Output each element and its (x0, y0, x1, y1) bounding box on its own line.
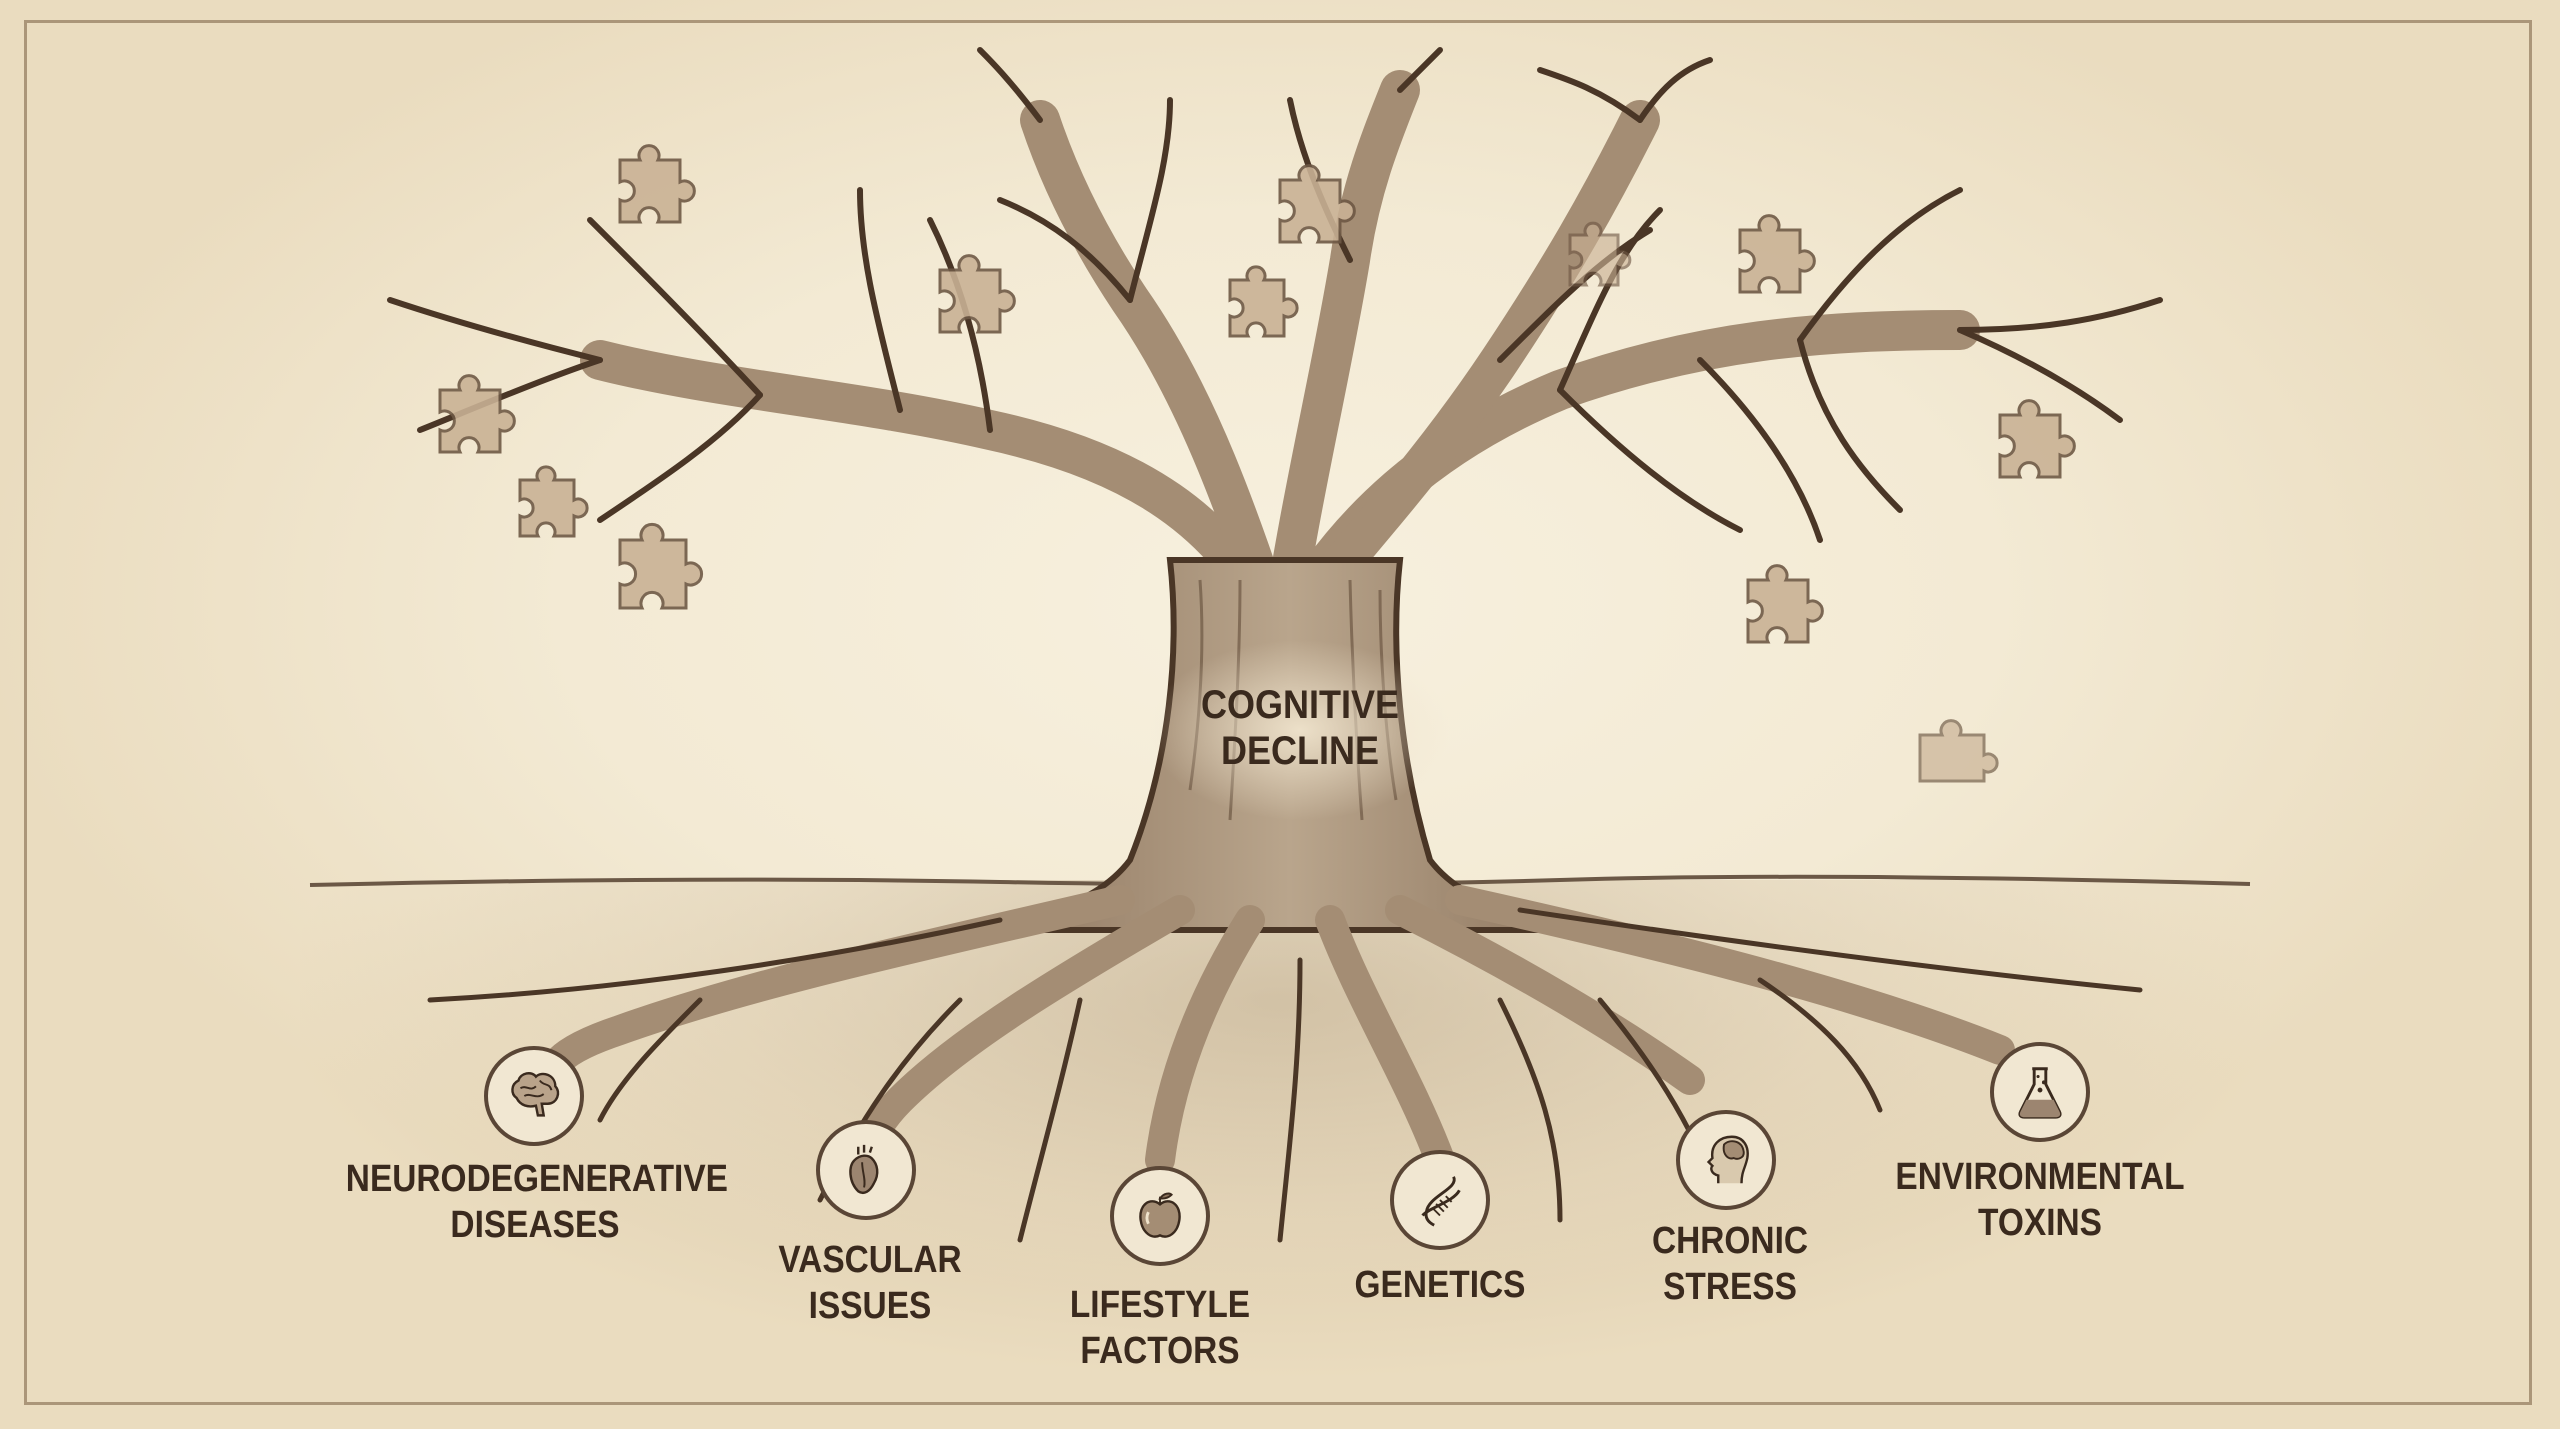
puzzle-pieces (438, 144, 2076, 783)
puzzle-piece-icon (1228, 265, 1299, 338)
apple-icon (1139, 1192, 1181, 1238)
trunk-label: COGNITIVE DECLINE (1174, 682, 1426, 774)
root-node-neurodegenerative (484, 1046, 584, 1146)
trunk-label-line1: COGNITIVE (1200, 683, 1400, 727)
puzzle-piece-icon (618, 522, 704, 610)
root-label-toxins: ENVIRONMENTAL TOXINS (1895, 1156, 2185, 1244)
page-frame-border (24, 20, 2532, 1405)
flask-icon (2018, 1067, 2062, 1119)
puzzle-piece-icon (938, 254, 1016, 334)
puzzle-piece-icon (1746, 564, 1824, 644)
root-node-vascular (816, 1120, 916, 1220)
dna-icon (1421, 1176, 1461, 1227)
root-label-stress: CHRONIC STRESS (1651, 1220, 1809, 1308)
root-label-vascular: VASCULAR ISSUES (778, 1239, 962, 1327)
heart-icon (849, 1144, 879, 1195)
head-brain-icon (1706, 1135, 1749, 1184)
branches (387, 47, 2163, 660)
trunk-label-line2: DECLINE (1220, 729, 1380, 773)
puzzle-piece-icon (618, 144, 696, 224)
root-node-toxins (1990, 1042, 2090, 1142)
puzzle-piece-icon (1998, 399, 2076, 479)
puzzle-piece-icon (1918, 719, 1999, 783)
puzzle-piece-icon (1738, 214, 1816, 294)
puzzle-piece-icon (438, 374, 516, 454)
root-label-neurodegenerative: NEURODEGENERATIVE DISEASES (345, 1158, 728, 1246)
puzzle-piece-icon (1568, 221, 1632, 287)
root-label-genetics: GENETICS (1354, 1264, 1526, 1306)
brain-icon (511, 1072, 560, 1117)
root-node-stress (1676, 1110, 1776, 1210)
root-node-genetics (1390, 1150, 1490, 1250)
trunk-label-glow (1150, 640, 1450, 820)
root-node-lifestyle (1110, 1166, 1210, 1266)
puzzle-piece-icon (1278, 164, 1356, 244)
puzzle-piece-icon (518, 465, 589, 538)
root-label-lifestyle: LIFESTYLE FACTORS (1069, 1284, 1251, 1372)
